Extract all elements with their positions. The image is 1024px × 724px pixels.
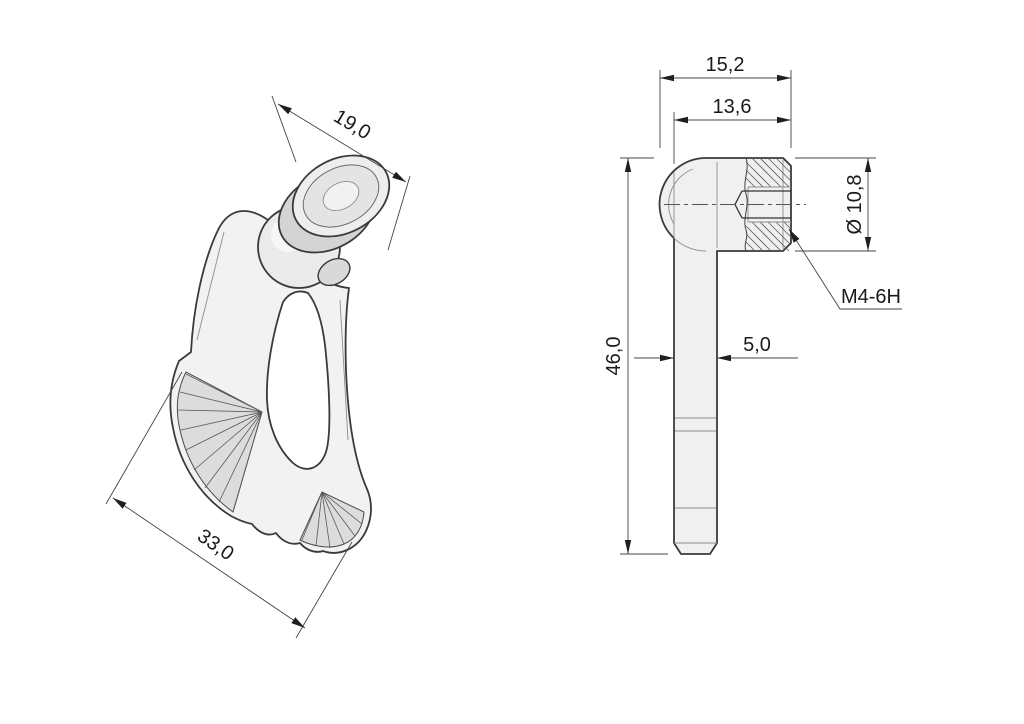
isometric-view: 19,0 33,0 bbox=[105, 95, 411, 639]
arm-tangent-edges bbox=[196, 231, 349, 441]
dimension-label: 46,0 bbox=[603, 337, 625, 376]
dimension-face-offset: 13,6 bbox=[673, 96, 791, 164]
dimension-boss-width: 15,2 bbox=[659, 54, 792, 148]
grip-fan-right bbox=[299, 491, 365, 549]
grip-fan-left bbox=[176, 371, 263, 513]
dimension-label: 13,6 bbox=[713, 96, 752, 118]
pivot-pin bbox=[317, 257, 351, 287]
dimension-overall-height: 46,0 bbox=[603, 157, 668, 555]
side-part-outline bbox=[658, 157, 792, 555]
dimension-label: 5,0 bbox=[743, 334, 771, 356]
dimension-label: 15,2 bbox=[706, 54, 745, 76]
dimension-boss-diameter: Ø 10,8 bbox=[795, 157, 876, 252]
thread-section-hatch bbox=[745, 157, 792, 252]
side-view: 15,2 13,6 Ø 10,8 M4-6H 46,0 bbox=[603, 54, 902, 555]
boss-internal-edges bbox=[668, 160, 784, 252]
thread-callout: M4-6H bbox=[788, 228, 902, 310]
lever-tangent-edges bbox=[674, 417, 717, 544]
knob bbox=[277, 154, 391, 254]
dimension-label: 19,0 bbox=[330, 105, 375, 144]
dimension-arm-thickness: 5,0 bbox=[634, 334, 798, 362]
section-break-line bbox=[744, 157, 748, 252]
dimension-label: Ø 10,8 bbox=[844, 174, 866, 234]
thread-callout-label: M4-6H bbox=[841, 286, 901, 308]
dimension-label: 33,0 bbox=[193, 525, 238, 565]
